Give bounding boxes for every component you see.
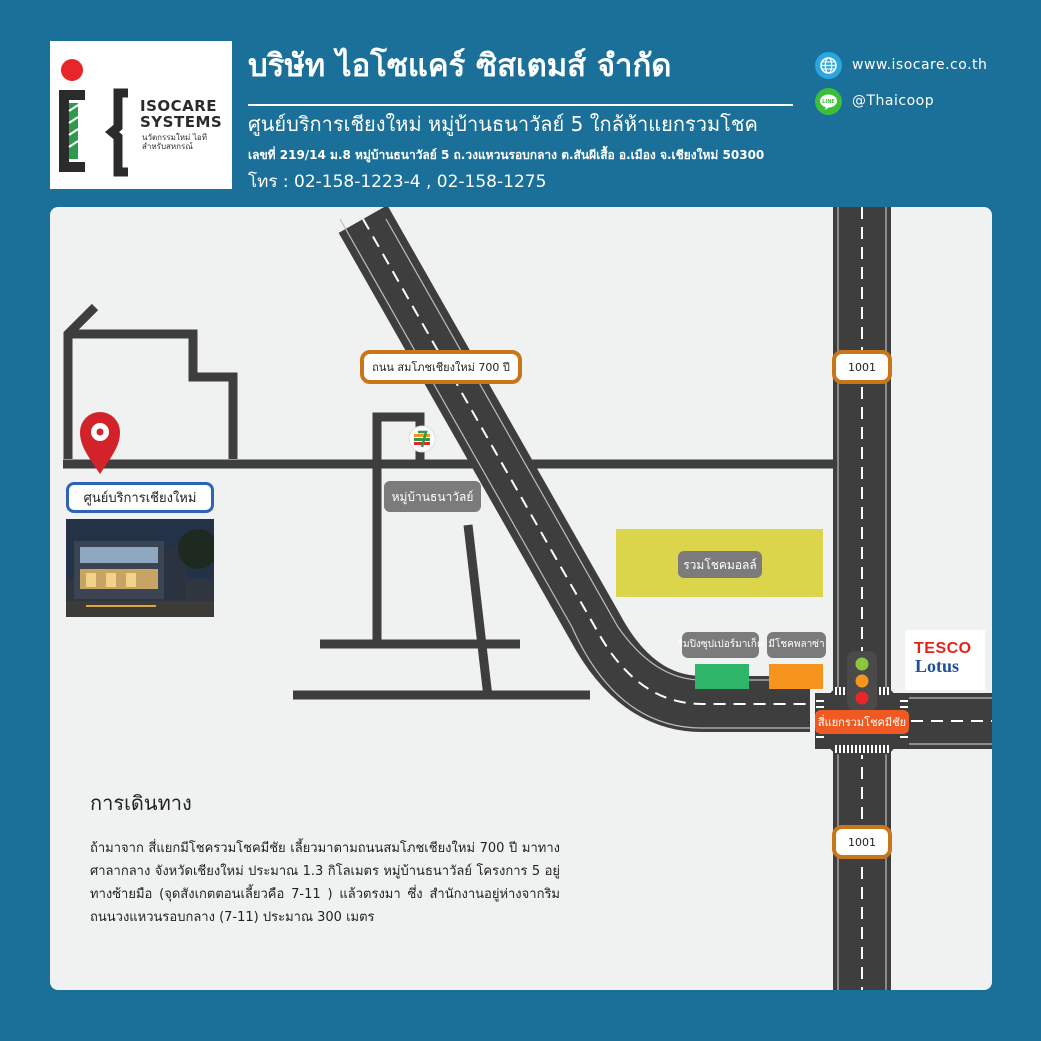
branch-title: ศูนย์บริการเชียงใหม่ หมู่บ้านธนาวัลย์ 5 … [248, 112, 758, 136]
road-label-somphot: ถนน สมโภชเชียงใหม่ 700 ปี [360, 350, 522, 384]
company-logo: ISOCARE SYSTEMS นวัตกรรมใหม่ ไอที สำหรับ… [50, 41, 232, 189]
branch-address: เลขที่ 219/14 ม.8 หมู่บ้านธนาวัลย์ 5 ถ.ว… [248, 148, 765, 162]
website-link[interactable]: www.isocare.co.th [852, 57, 988, 73]
service-center-label: ศูนย์บริการเชียงใหม่ [66, 482, 214, 513]
globe-icon [815, 52, 842, 79]
lotus-text: Lotus [915, 656, 960, 676]
directions-body: ถ้ามาจาก สี่แยกมีโชครวมโชคมีชัย เลี้ยวมา… [90, 841, 560, 925]
location-map: ถนน สมโภชเชียงใหม่ 700 ปี 1001 1001 หมู่… [50, 207, 992, 990]
logo-name-line1: ISOCARE [140, 97, 218, 115]
main-road-somphot [338, 207, 810, 732]
header-divider [248, 104, 793, 106]
road-label-1001-top: 1001 [832, 350, 892, 384]
local-roads [63, 303, 835, 700]
company-name: บริษัท ไอโซแคร์ ซิสเตมส์ จำกัด [248, 48, 672, 84]
directions-title: การเดินทาง [90, 791, 192, 815]
seven-eleven-icon [408, 425, 436, 453]
logo-name-line2: SYSTEMS [140, 113, 223, 131]
map-pin-icon [80, 412, 120, 474]
line-id[interactable]: @Thaicoop [852, 93, 935, 109]
office-building-photo [66, 519, 214, 617]
tesco-lotus-logo: TESCO Lotus [905, 630, 985, 690]
plaza-block [769, 664, 823, 689]
tesco-text: TESCO [914, 640, 972, 657]
logo-mark [59, 59, 128, 177]
road-network [63, 207, 992, 990]
line-app-icon: LINE [815, 88, 842, 115]
highway-1001 [833, 207, 891, 990]
mall-label: รวมโชคมอลล์ [678, 551, 762, 578]
logo-tagline: นวัตกรรมใหม่ ไอที สำหรับสหกรณ์ [142, 133, 207, 151]
supermarket-block [695, 664, 749, 689]
line-icon-text: LINE [822, 99, 835, 105]
intersection-label: สี่แยกรวมโชคมีชัย [815, 710, 909, 734]
supermarket-label: ริมปิงซุปเปอร์มาเก็ต [678, 632, 763, 658]
phone-numbers: โทร : 02-158-1223-4 , 02-158-1275 [248, 172, 547, 192]
plaza-label: มีโชคพลาซ่า [767, 632, 826, 658]
traffic-light-icon [847, 651, 877, 711]
road-label-1001-bottom: 1001 [832, 825, 892, 859]
village-label: หมู่บ้านธนาวัลย์ [384, 481, 481, 512]
